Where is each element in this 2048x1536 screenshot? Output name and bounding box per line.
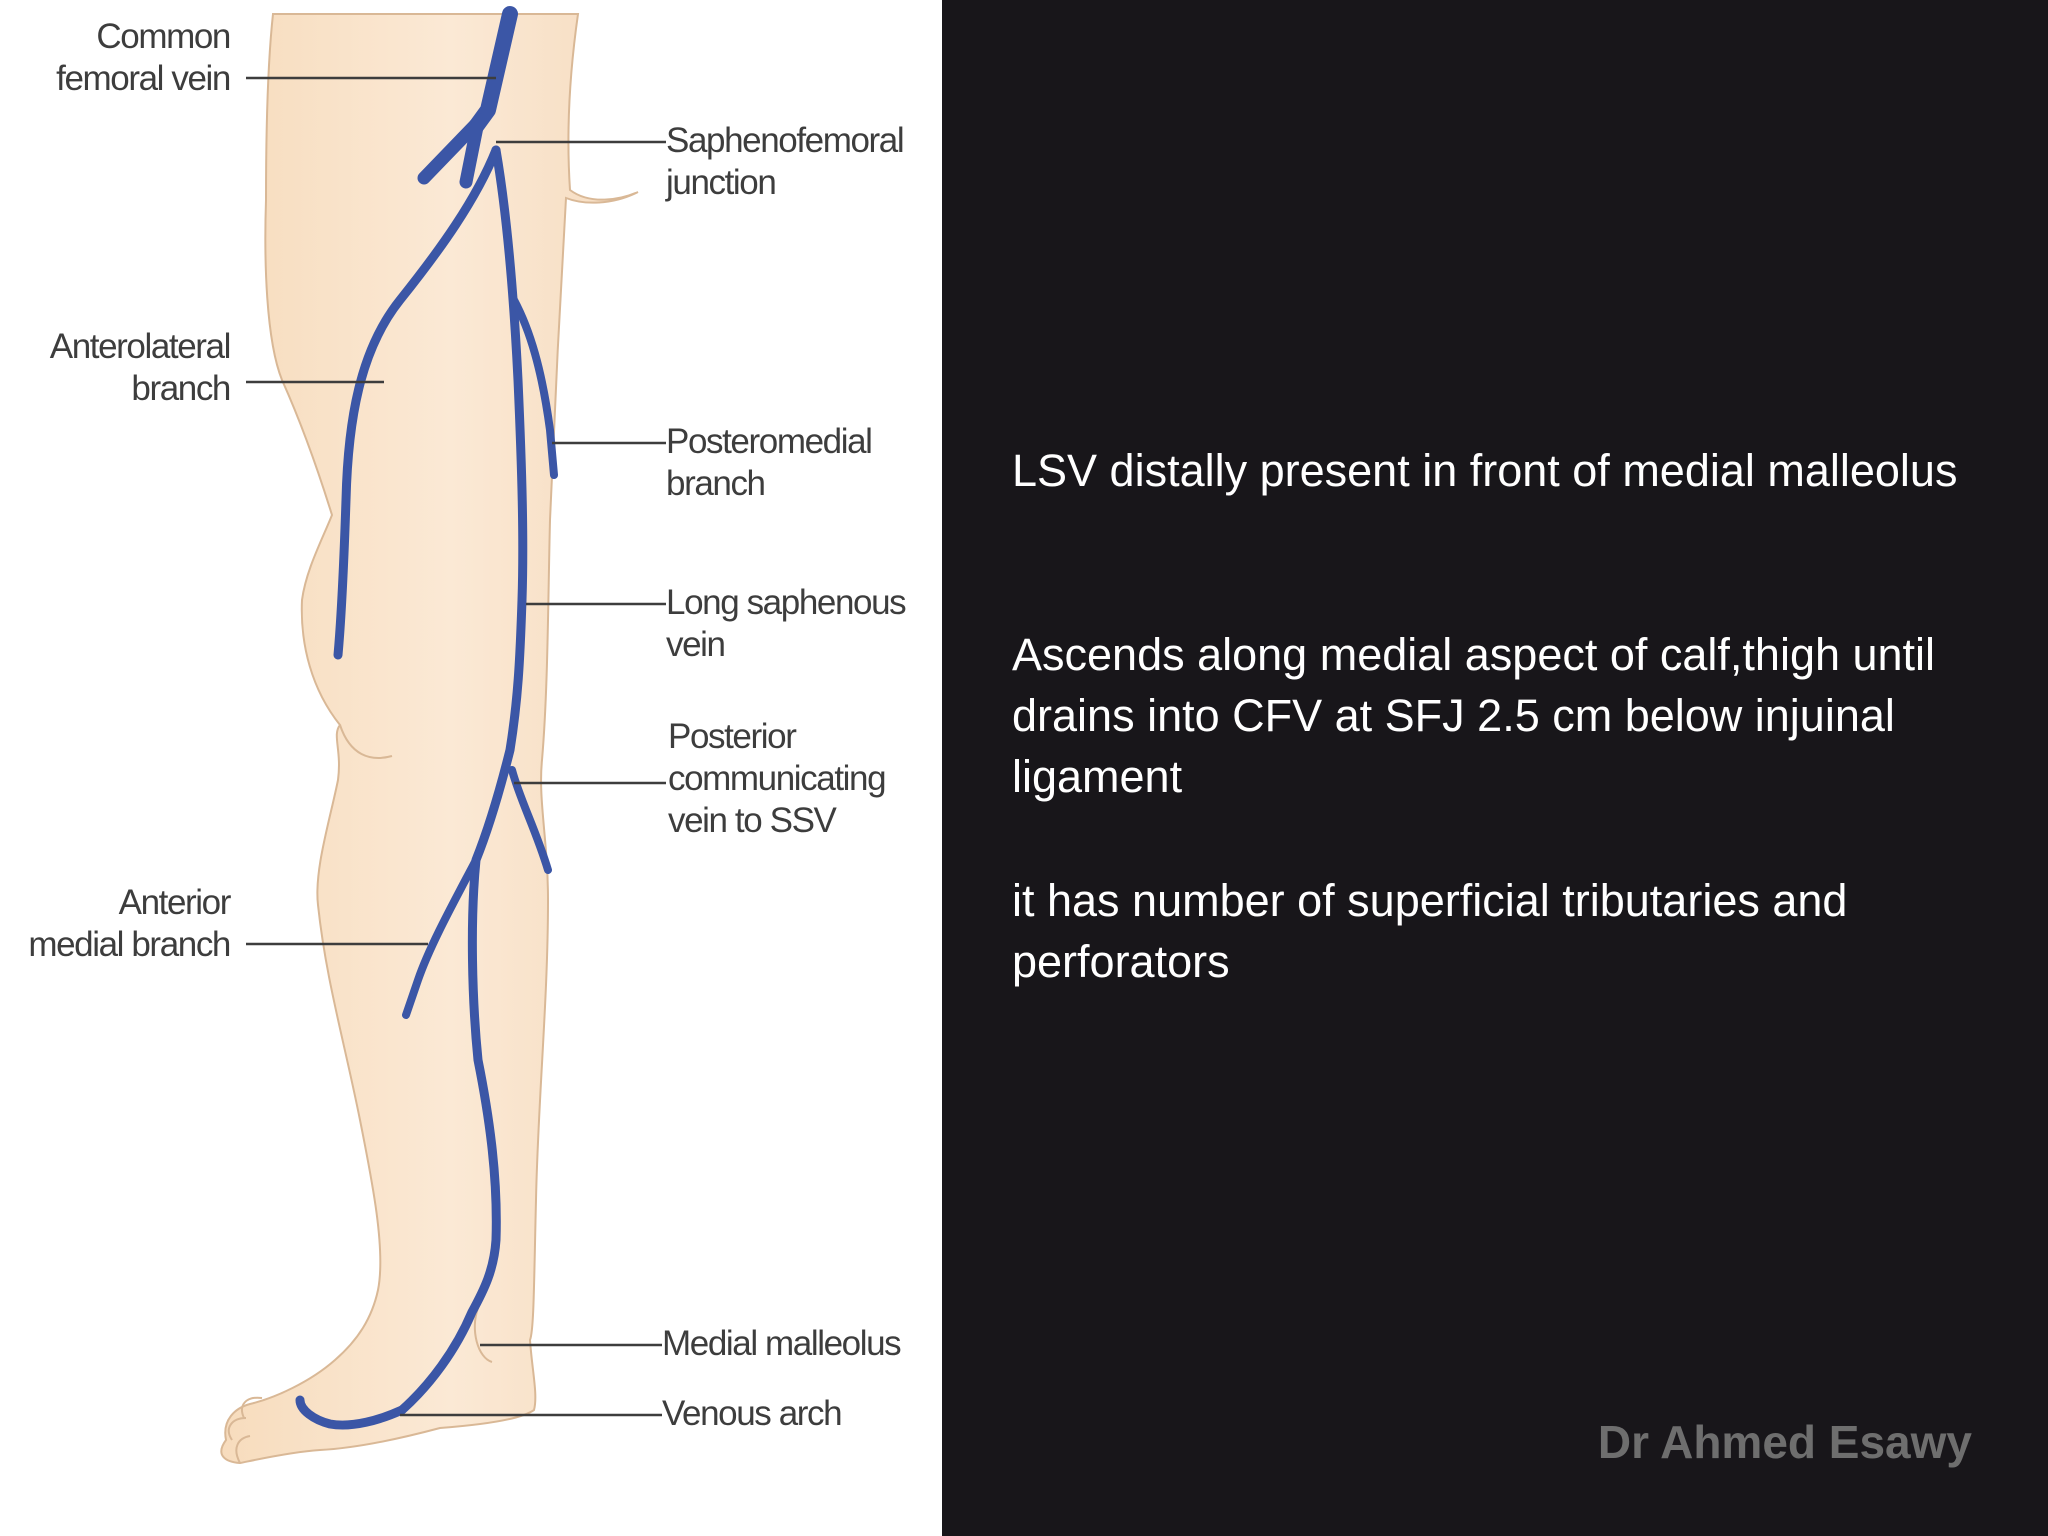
label-venous-arch: Venous arch bbox=[662, 1394, 843, 1433]
femoral-branch-deep bbox=[459, 115, 485, 189]
leg-outline bbox=[220, 13, 639, 1465]
malleolus-outline bbox=[473, 1307, 493, 1363]
paragraph-tributaries: it has number of superficial tributaries… bbox=[1012, 875, 1848, 987]
anterior-medial-branch-vein bbox=[402, 856, 480, 1019]
label-common-femoral-vein: Common femoral vein bbox=[56, 17, 231, 98]
label-long-saphenous-vein: Long saphenous vein bbox=[666, 583, 907, 664]
leg-vein-diagram: Common femoral vein Saphenofemoral junct… bbox=[0, 0, 942, 1536]
label-medial-malleolus: Medial malleolus bbox=[662, 1324, 902, 1363]
venous-arch-vein bbox=[295, 1395, 407, 1430]
toes-outline bbox=[227, 1396, 263, 1464]
posteromedial-branch-vein bbox=[510, 296, 558, 479]
label-anterolateral-branch: Anterolateral branch bbox=[49, 327, 232, 408]
label-anterior-medial-branch: Anterior medial branch bbox=[28, 883, 231, 964]
author-signature: Dr Ahmed Esawy bbox=[1597, 1416, 1972, 1468]
long-saphenous-vein bbox=[397, 145, 528, 1415]
text-panel: LSV distally present in front of medial … bbox=[942, 0, 2048, 1536]
paragraph-lsv-course: Ascends along medial aspect of calf,thig… bbox=[1012, 629, 1936, 802]
knee-crease bbox=[339, 724, 393, 759]
paragraph-lsv-distal: LSV distally present in front of medial … bbox=[1012, 445, 1958, 496]
leg-illustration bbox=[220, 6, 666, 1465]
leader-lines bbox=[246, 76, 666, 1417]
label-posteromedial-branch: Posteromedial branch bbox=[666, 422, 873, 503]
label-saphenofemoral-junction: Saphenofemoral junction bbox=[666, 121, 905, 202]
label-posterior-communicating-vein: Posterior communicating vein to SSV bbox=[668, 717, 887, 840]
posterior-communicating-vein bbox=[508, 766, 552, 874]
